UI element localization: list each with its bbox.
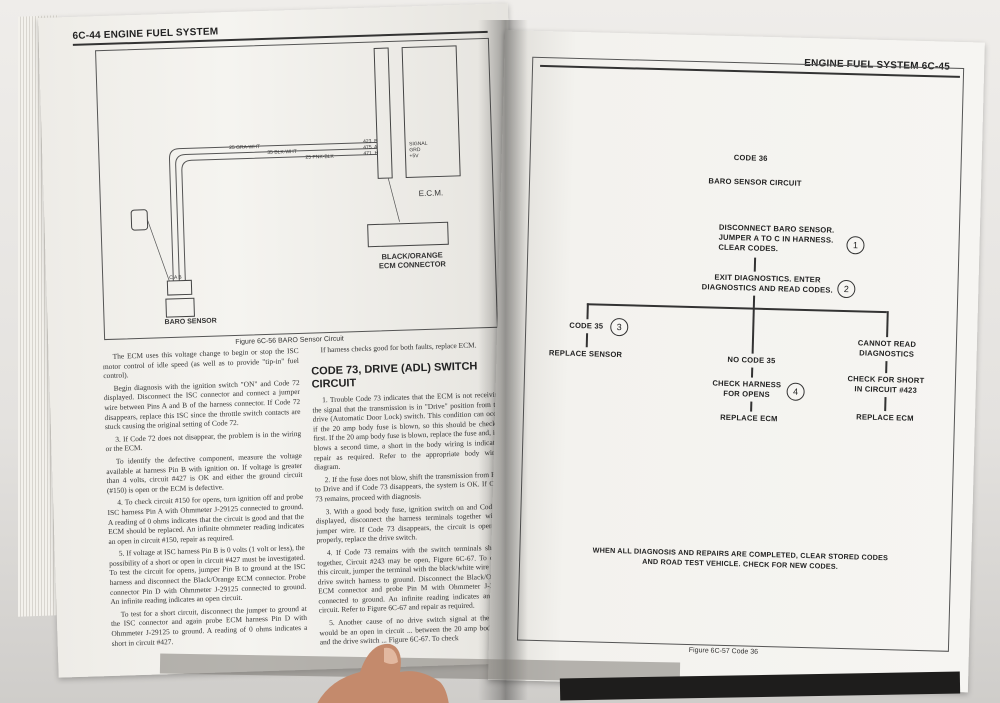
connector-line [884,397,887,412]
wire-1 [168,141,378,281]
paragraph: 4. To check circuit #150 for opens, turn… [107,492,305,546]
branch-line [586,303,887,313]
flow-code-36: CODE 36 [733,153,768,163]
baro-sensor-body [165,297,195,318]
paragraph: 3. If Code 72 does not disappear, the pr… [105,428,302,454]
detail-leader [147,219,170,282]
ecm-pin-strip [373,47,393,179]
wire-label-3: 25 PNK-BLK [305,153,334,161]
circuit-diagram [130,45,461,318]
connector-leader [387,177,400,222]
paragraph: The ECM uses this voltage change to begi… [102,345,300,381]
flow-cannot-read: CANNOT READ DIAGNOSTICS [857,338,917,359]
code-36-flowchart-figure: CODE 36 BARO SENSOR CIRCUIT DISCONNECT B… [517,56,965,652]
fingernail [384,647,398,664]
wire-2 [175,147,378,281]
connector-line [750,367,753,378]
branch-left [586,303,589,320]
flow-replace-sensor: REPLACE SENSOR [548,348,623,360]
book-spine-shadow [478,20,528,700]
signal-labels: SIGNAL GRD +5V [409,140,428,160]
connector-line [585,333,588,348]
flow-check-harness: CHECK HARNESS FOR OPENS [712,378,782,400]
branch-right [886,311,889,338]
step-3-circle: 3 [610,317,629,337]
flow-replace-ecm-right: REPLACE ECM [856,412,914,423]
connector-line [750,401,752,412]
paragraph: To test for a short circuit, disconnect … [110,603,308,648]
hand-photo-element [317,643,449,703]
section-title-code-73: CODE 73, DRIVE (ADL) SWITCH CIRCUIT [311,360,478,391]
branch-mid [751,307,755,354]
flow-title: BARO SENSOR CIRCUIT [708,176,802,188]
wire-label-1: 25 GRA-WHT [229,144,261,152]
step-4-circle: 4 [786,382,805,401]
sensor-pin-labels: C A B [169,274,182,282]
connector-line [885,361,887,374]
ecm-connector-label: BLACK/ORANGE ECM CONNECTOR [378,250,447,271]
sensor-connector-detail [130,209,149,231]
step-1-circle: 1 [846,236,865,255]
step-2-circle: 2 [837,279,856,299]
right-figure-caption: Figure 6C-57 Code 36 [688,647,759,656]
wire-label-2: 35 BLK-WHT [267,148,297,156]
flow-replace-ecm-mid: REPLACE ECM [720,412,778,424]
flow-check-short: CHECK FOR SHORT IN CIRCUIT #423 [847,374,925,395]
connector-line [753,257,756,272]
ecm-label: E.C.M. [418,188,444,199]
ecm-connector-body [367,221,449,248]
paragraph: Begin diagnosis with the ignition switch… [103,377,301,432]
paragraph: 5. If voltage at ISC harness Pin B is 0 … [109,543,307,607]
flow-step-1: DISCONNECT BARO SENSOR. JUMPER A TO C IN… [718,222,835,254]
connector-line [752,295,755,308]
paragraph: To identify the defective component, mea… [106,450,303,495]
wire-3 [181,153,378,281]
pin-labels: 423 B 475 A 471 H [362,138,379,157]
right-page: ENGINE FUEL SYSTEM 6C-45 CODE 36 BARO SE… [487,30,985,693]
baro-sensor-circuit-figure: 25 GRA-WHT 35 BLK-WHT 25 PNK-BLK 423 B 4… [95,37,498,346]
sensor-connector [166,279,193,296]
left-column-text: The ECM uses this voltage change to begi… [103,346,309,662]
flow-footer-note: WHEN ALL DIAGNOSIS AND REPAIRS ARE COMPL… [592,545,889,571]
paragraph: 1. Trouble Code 73 indicates that the EC… [312,389,504,472]
paragraph: 2. If the fuse does not blow, shift the … [314,469,505,504]
hand-skin [317,643,449,703]
left-page: 6C-44 ENGINE FUEL SYSTEM 25 GRA-WHT 35 B… [38,3,529,678]
flow-code-35: CODE 35 [569,320,604,331]
ecm-box [401,45,461,179]
flow-no-code-35: NO CODE 35 [727,354,776,366]
flow-step-2: EXIT DIAGNOSTICS. ENTER DIAGNOSTICS AND … [701,272,834,295]
